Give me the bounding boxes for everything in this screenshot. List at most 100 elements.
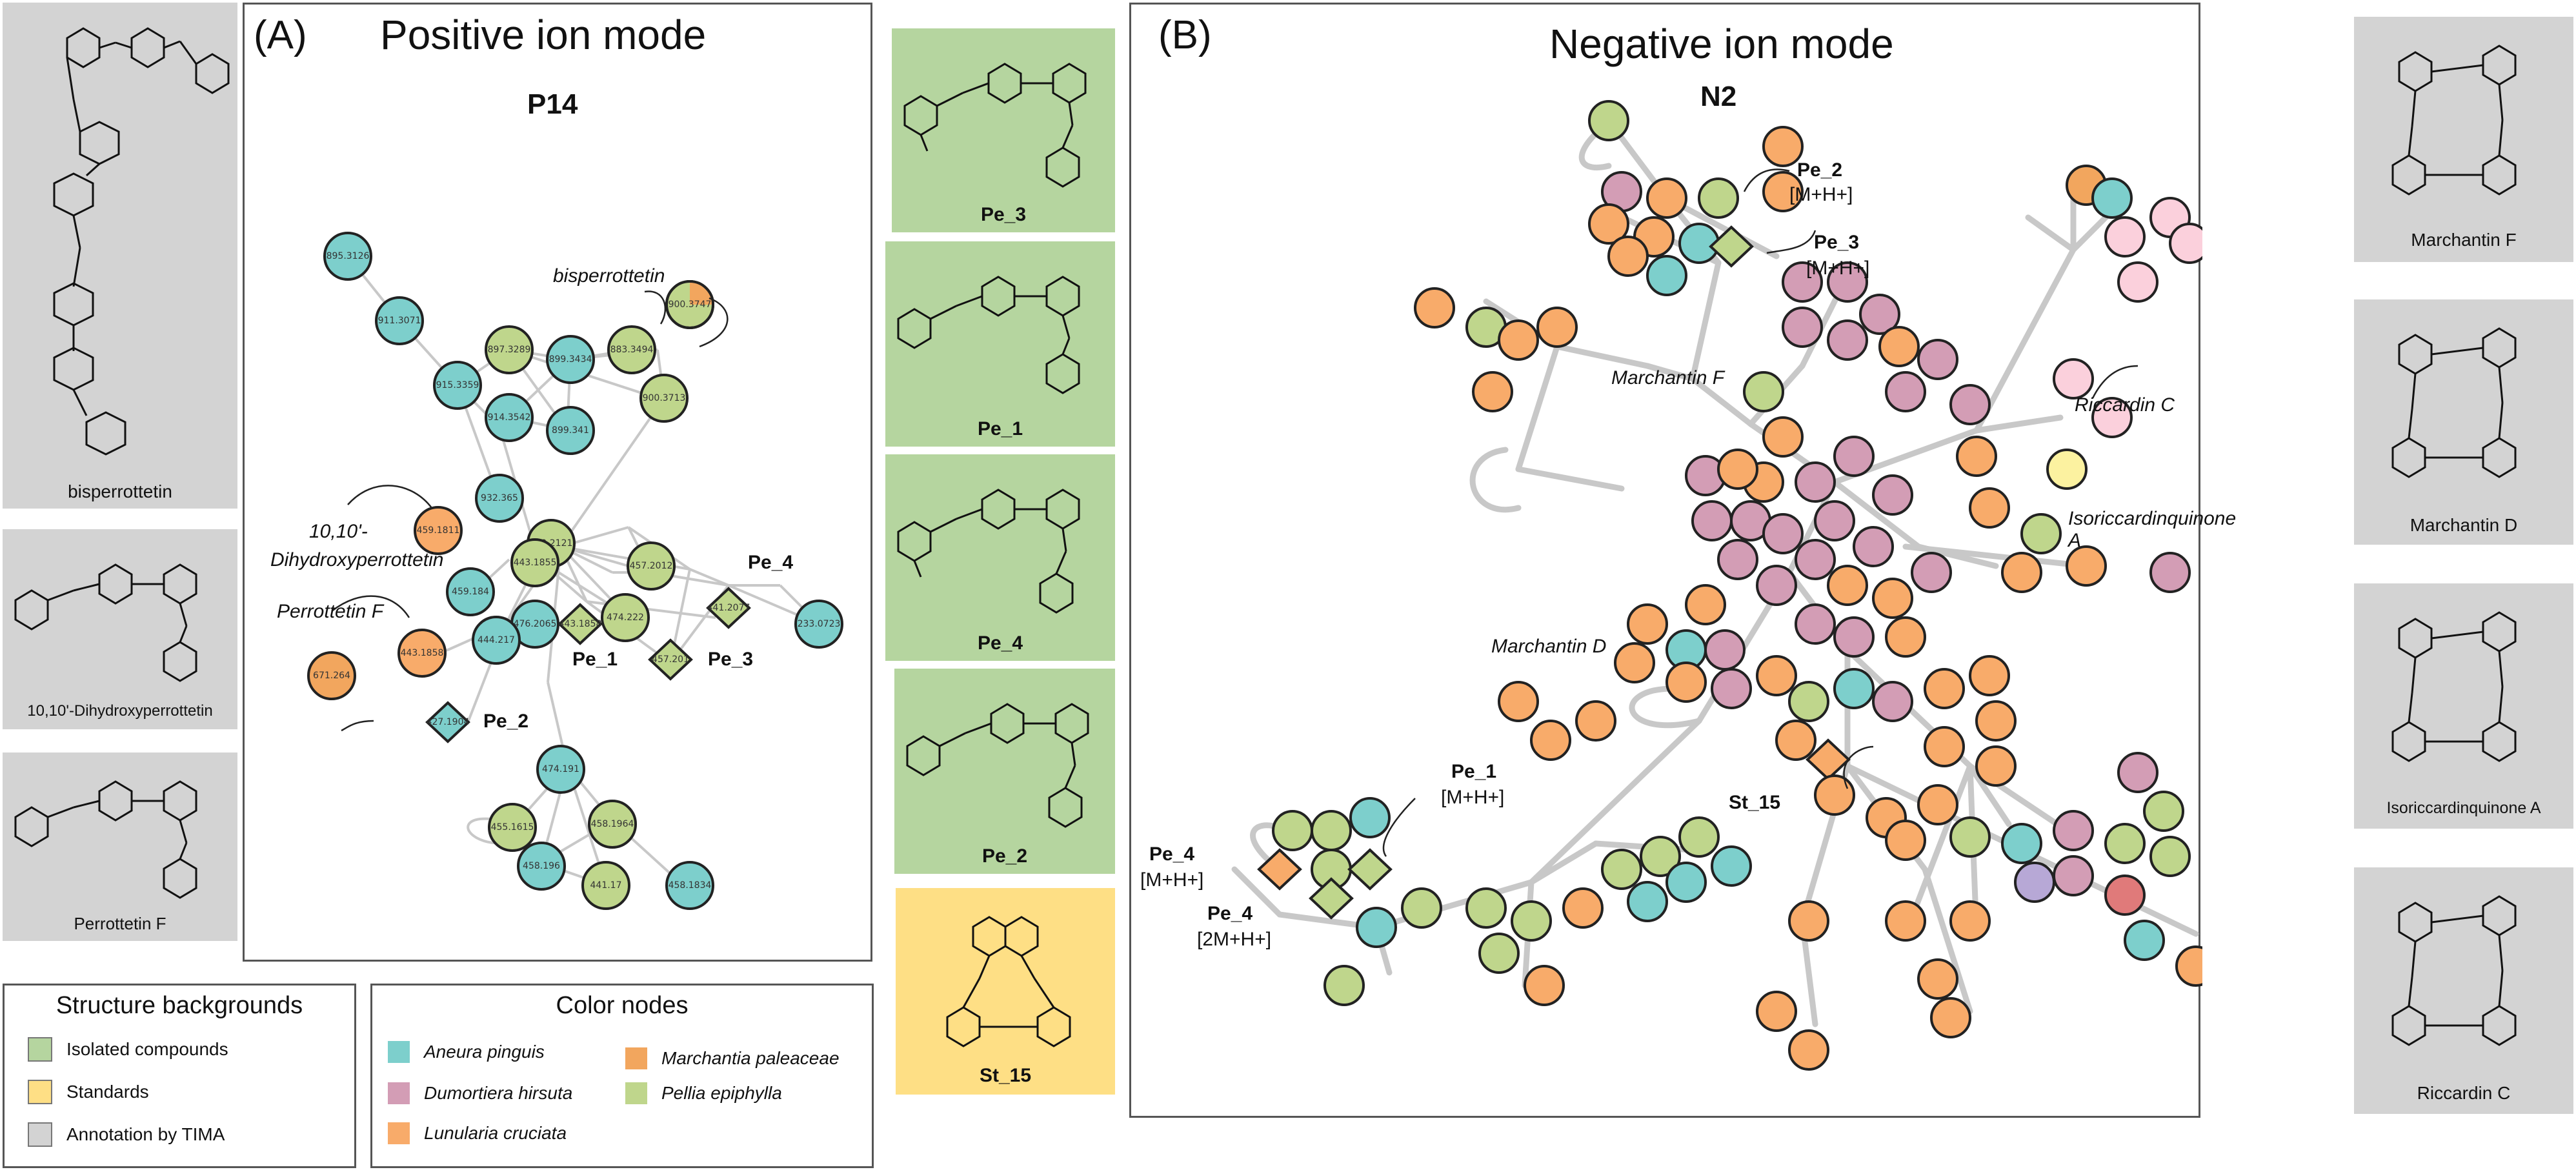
network-node [1627,603,1668,645]
network-node: 897.3289 [485,325,534,374]
legend-label: Standards [66,1082,149,1102]
annotation-arrows [1382,168,2138,857]
structure-card-pe2: Pe_2 [894,669,1115,874]
network-node [1257,848,1302,891]
annotation-n2-pe4b: Pe_4 [1207,903,1253,924]
bisperrottetin-structure [53,27,230,456]
legend-item-lunularia: Lunularia cruciata [388,1122,567,1144]
network-node [2143,791,2184,832]
network-node [1885,616,1926,658]
legend-swatch [28,1037,52,1062]
annotation-n2-pe1: Pe_1 [1451,761,1497,782]
svg-text:443.1858: 443.1858 [559,619,602,629]
structure-caption: Pe_1 [977,418,1023,440]
pe2-structure [906,703,1089,828]
structure-card-marchantin-d: Marchantin D [2354,299,2573,545]
svg-text:459.184: 459.184 [452,587,489,597]
nodes [1257,100,2202,1071]
network-node [1311,810,1352,851]
network-node [1530,720,1571,761]
network-node: 459.184 [446,567,495,616]
panel-a-title: Positive ion mode [380,12,707,58]
network-node [1524,965,1565,1006]
panel-a-network-name: P14 [527,88,578,120]
legend-title: Structure backgrounds [55,992,303,1019]
annotation-riccardin-c: Riccardin C [2075,394,2175,416]
network-node [1924,668,1965,709]
network-node: 457.201 [648,638,693,681]
network-node [1885,371,1926,412]
network-node: 441.2077 [706,587,751,629]
network-node [1762,513,1804,554]
svg-text:443.1858: 443.1858 [401,648,444,658]
network-node [1498,319,1539,361]
panel-a-positive-ion-mode: (A) Positive ion mode P14 [243,3,872,962]
nodes: 895.3126 911.3071 915.3359 897.3289 899.… [307,232,843,910]
network-node [1885,900,1926,942]
network-node [1969,487,2010,529]
network-node: 458.1964 [588,800,637,849]
annotation-marchantin-d: Marchantin D [1491,636,1607,657]
structure-card-pe1: Pe_1 [885,241,1115,447]
svg-text:671.264: 671.264 [313,671,350,681]
pe3-structure [903,63,1087,188]
network-node [1795,539,1836,580]
network-node [1691,500,1733,541]
network-node [2124,920,2165,961]
annotation-n2-pe2-adduct: [M+H+] [1789,184,1853,205]
svg-text:914.3542: 914.3542 [488,412,531,423]
annotation-n2-pe4a: Pe_4 [1149,844,1195,865]
legend-swatch [625,1082,647,1104]
annotation-n2-pe1-adduct: [M+H+] [1441,787,1505,808]
legend-swatch [28,1122,52,1147]
pe1-structure [897,276,1080,394]
structure-caption: Riccardin C [2417,1083,2511,1103]
network-node [1788,900,1829,942]
network-node [1827,319,1868,361]
network-node [2104,874,2146,916]
network-node [2053,358,2094,399]
legend-swatch [388,1082,410,1104]
svg-text:457.201: 457.201 [652,654,689,665]
marchantin-f-structure [2391,45,2517,196]
structure-caption: Isoriccardinquinone A [2386,799,2541,817]
network-node [1827,565,1868,606]
network-node [1788,1029,1829,1071]
svg-text:444.217: 444.217 [478,635,515,645]
network-node [1588,100,1629,141]
network-node [2091,397,2133,438]
network-node [2104,823,2146,864]
network-node [1717,539,1758,580]
network-node [1356,907,1397,948]
structure-caption: Marchantin D [2410,515,2518,535]
annotation-n2-pe2: Pe_2 [1797,159,1843,181]
network-node [1665,862,1707,903]
network-node [1309,877,1354,920]
structure-caption: St_15 [979,1065,1032,1086]
network-node [1711,845,1752,887]
legend-label: Dumortiera hirsuta [424,1083,573,1103]
network-node [2053,855,2094,896]
network-node [1795,461,1836,503]
network-node [1646,177,1687,219]
network-node [1478,933,1520,974]
network-node [1788,681,1829,722]
network-node [1349,797,1391,838]
legend-swatch [388,1122,410,1144]
legend-label: Lunularia cruciata [424,1123,567,1143]
annotation-pe4: Pe_4 [748,552,794,573]
network-node: 915.3359 [433,361,482,410]
legend-item-standards: Standards [28,1080,149,1104]
network-node: 443.1858 [397,629,447,678]
network-node: 474.222 [601,593,650,642]
network-node: 441.17 [581,861,630,910]
structure-caption: 10,10'-Dihydroxyperrottetin [27,702,213,720]
svg-text:900.3713: 900.3713 [643,393,686,403]
network-node [1917,958,1958,1000]
network-node [1969,655,2010,696]
network-node [1859,294,1900,335]
svg-text:443.1855: 443.1855 [514,558,557,568]
network-node: 458.196 [517,842,566,891]
annotation-pe3: Pe_3 [708,649,754,670]
network-node [1924,726,1965,767]
